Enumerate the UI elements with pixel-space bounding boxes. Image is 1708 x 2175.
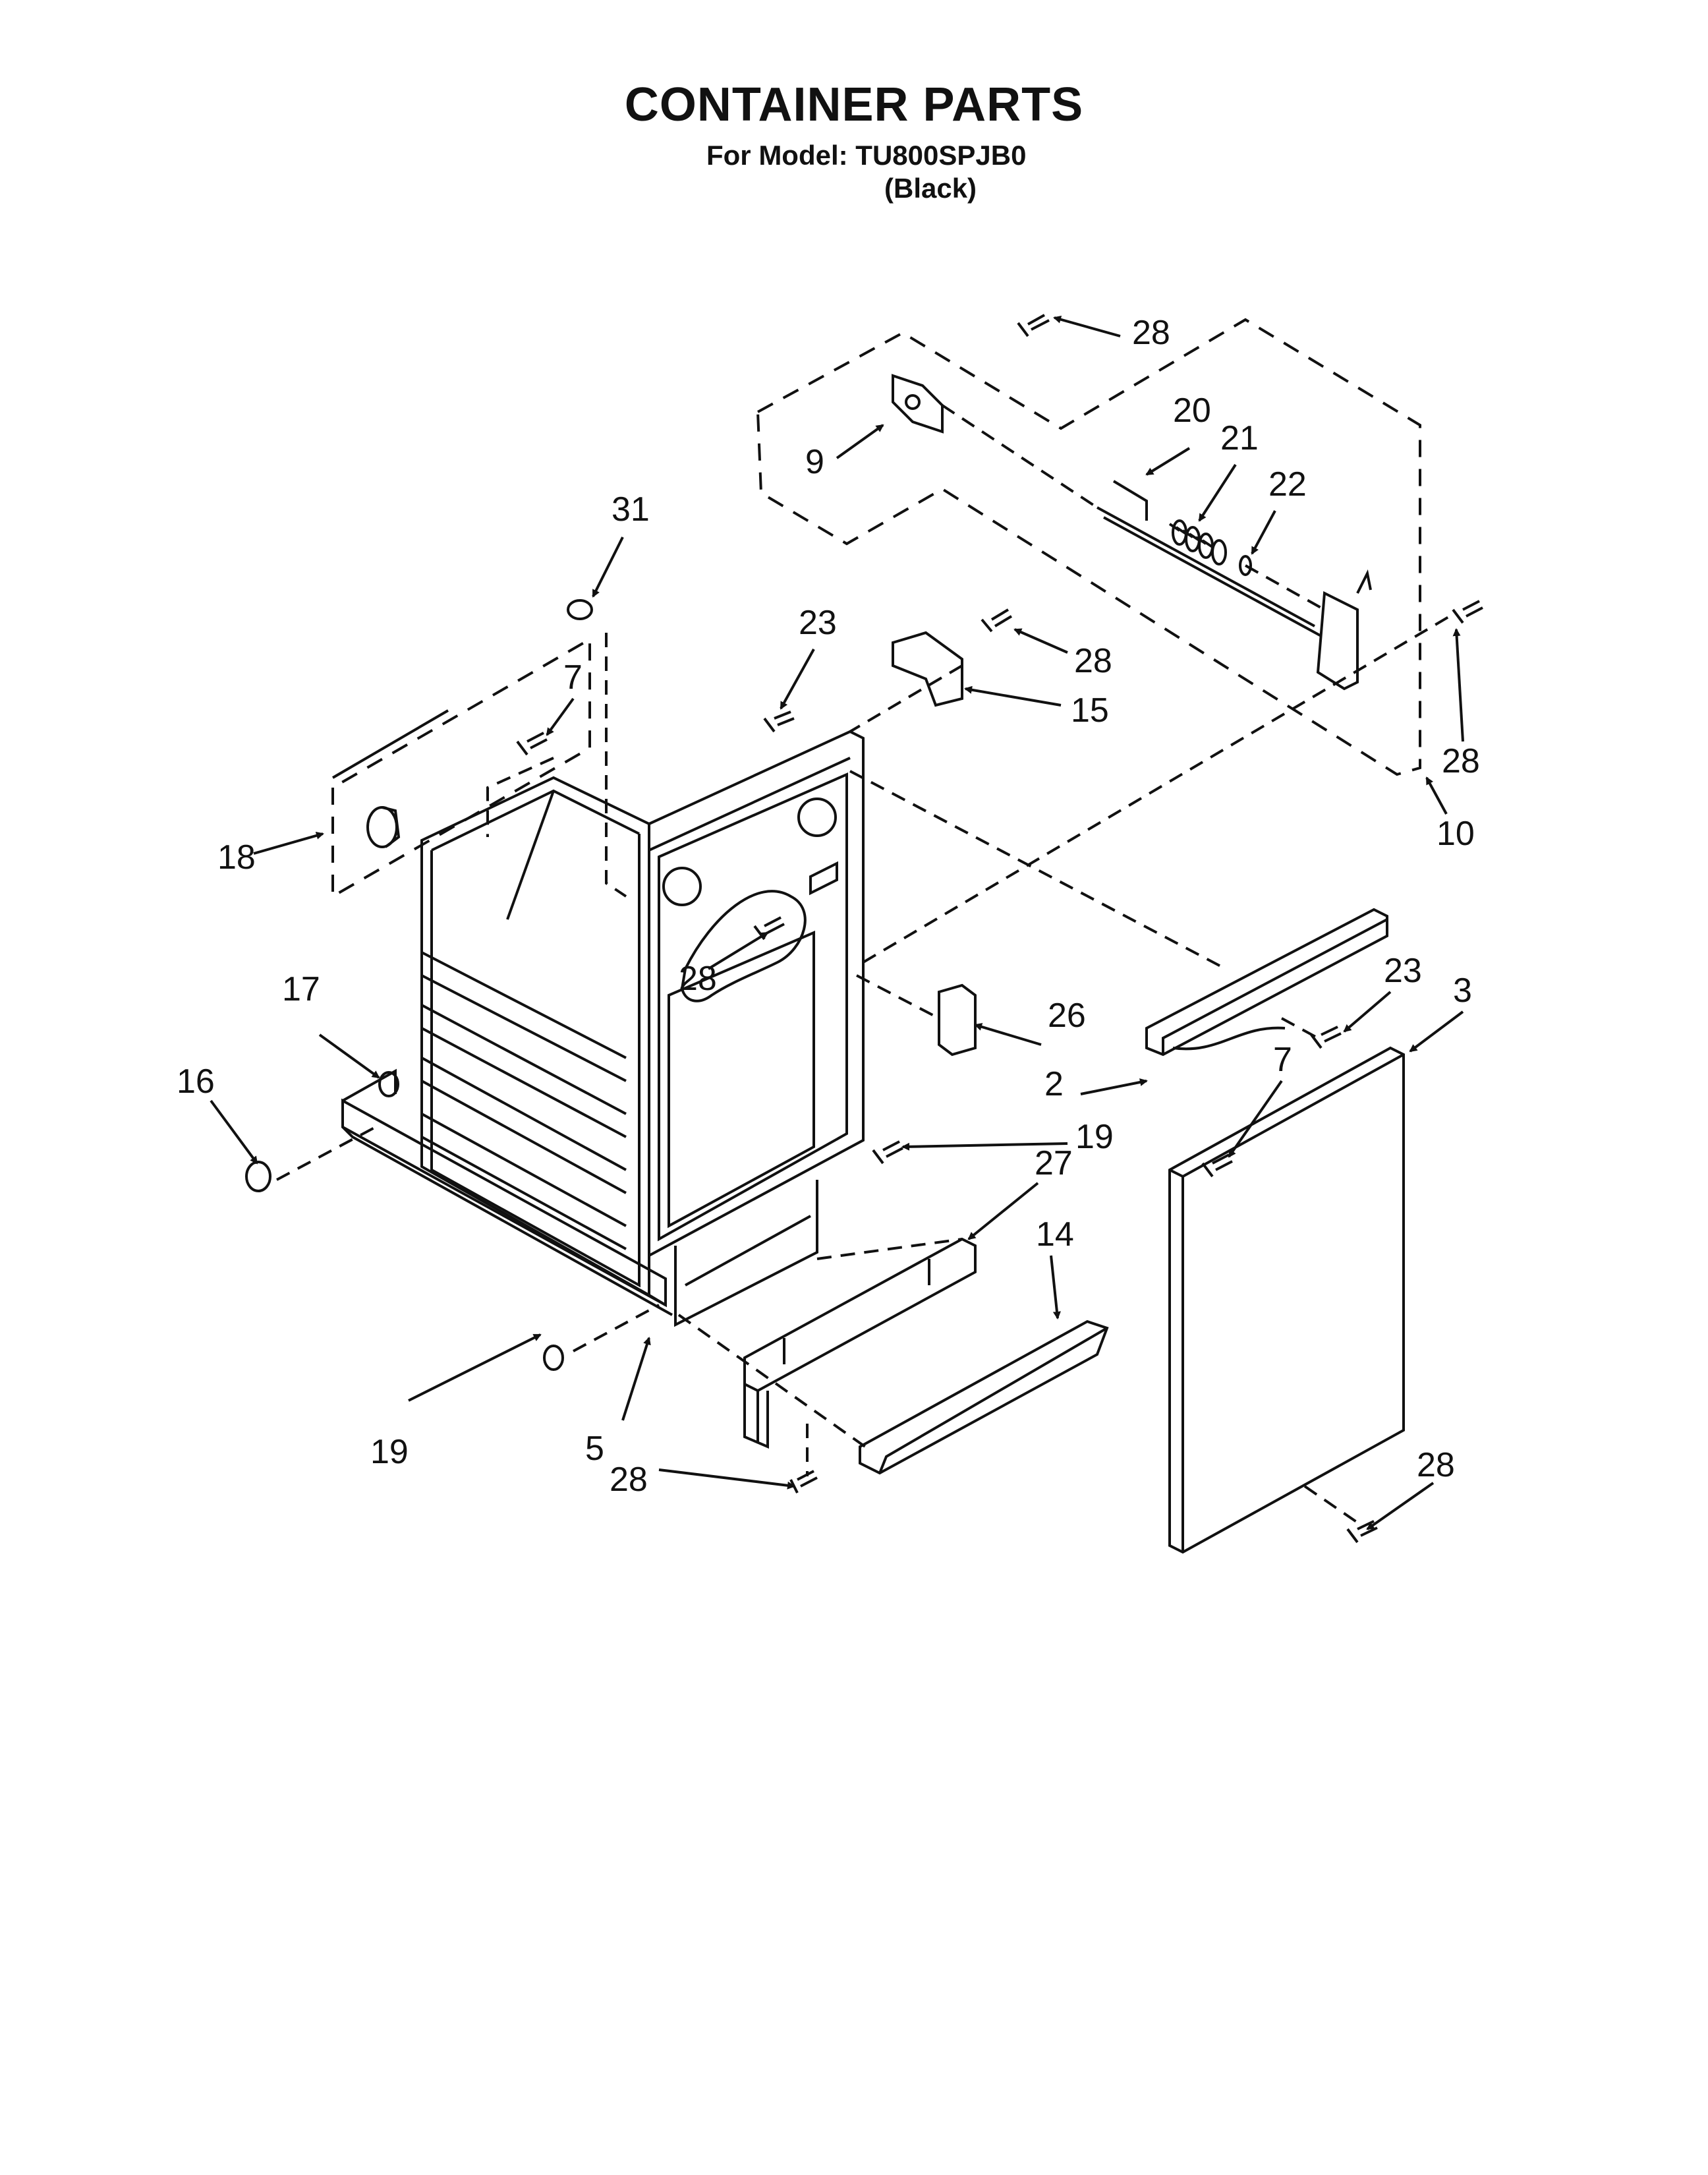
callout-9: 9 <box>805 443 824 481</box>
callout-21: 21 <box>1220 419 1259 457</box>
back-panel <box>648 730 865 1258</box>
callout-19: 19 <box>370 1433 409 1471</box>
callout-3: 3 <box>1453 972 1472 1010</box>
callout-23: 23 <box>1384 952 1422 990</box>
callout-31: 31 <box>612 490 650 529</box>
container-body <box>420 776 650 1298</box>
callout-16: 16 <box>177 1062 215 1101</box>
callout-15: 15 <box>1071 691 1109 730</box>
door-panel <box>1168 1046 1405 1554</box>
bracket-15 <box>892 631 963 707</box>
callout-28: 28 <box>1132 314 1170 352</box>
top-trim <box>1145 908 1388 1057</box>
callout-7: 7 <box>1273 1041 1292 1079</box>
callout-28: 28 <box>610 1461 648 1499</box>
callout-2: 2 <box>1044 1065 1064 1103</box>
callout-19: 19 <box>1075 1118 1114 1156</box>
callout-10: 10 <box>1437 815 1475 853</box>
knob-18 <box>366 806 401 848</box>
callout-labels: 28 20 21 22 9 31 23 28 15 28 10 7 18 28 … <box>177 314 1480 1499</box>
hinge-bracket <box>892 374 944 434</box>
hinge-rod-assembly <box>1096 480 1372 691</box>
callout-28: 28 <box>1074 642 1112 680</box>
callout-22: 22 <box>1268 465 1307 504</box>
reference-lines <box>276 404 1451 1524</box>
callout-14: 14 <box>1036 1215 1074 1254</box>
model-line: For Model: TU800SPJB0 <box>706 140 1027 171</box>
callout-17: 17 <box>282 970 320 1008</box>
callout-20: 20 <box>1173 392 1211 430</box>
callout-5: 5 <box>585 1430 604 1468</box>
callout-26: 26 <box>1048 997 1086 1035</box>
hinge-assembly-outline <box>756 318 1421 776</box>
callout-28: 28 <box>1417 1446 1455 1484</box>
left-bracket-outline <box>331 637 591 899</box>
callout-18: 18 <box>217 838 256 877</box>
bracket-26 <box>938 983 977 1057</box>
color-line: (Black) <box>884 173 977 204</box>
page-title: CONTAINER PARTS <box>624 78 1084 131</box>
leader-arrows <box>210 315 1464 1530</box>
base-frame <box>341 1068 818 1327</box>
callout-7: 7 <box>563 658 583 697</box>
callout-27: 27 <box>1035 1144 1073 1182</box>
callout-28: 28 <box>679 960 717 998</box>
callout-23: 23 <box>799 604 837 642</box>
left-bracket-top-edge <box>331 709 449 779</box>
callout-28: 28 <box>1442 742 1480 780</box>
bottom-handle <box>859 1320 1109 1475</box>
screws <box>245 314 1483 1544</box>
